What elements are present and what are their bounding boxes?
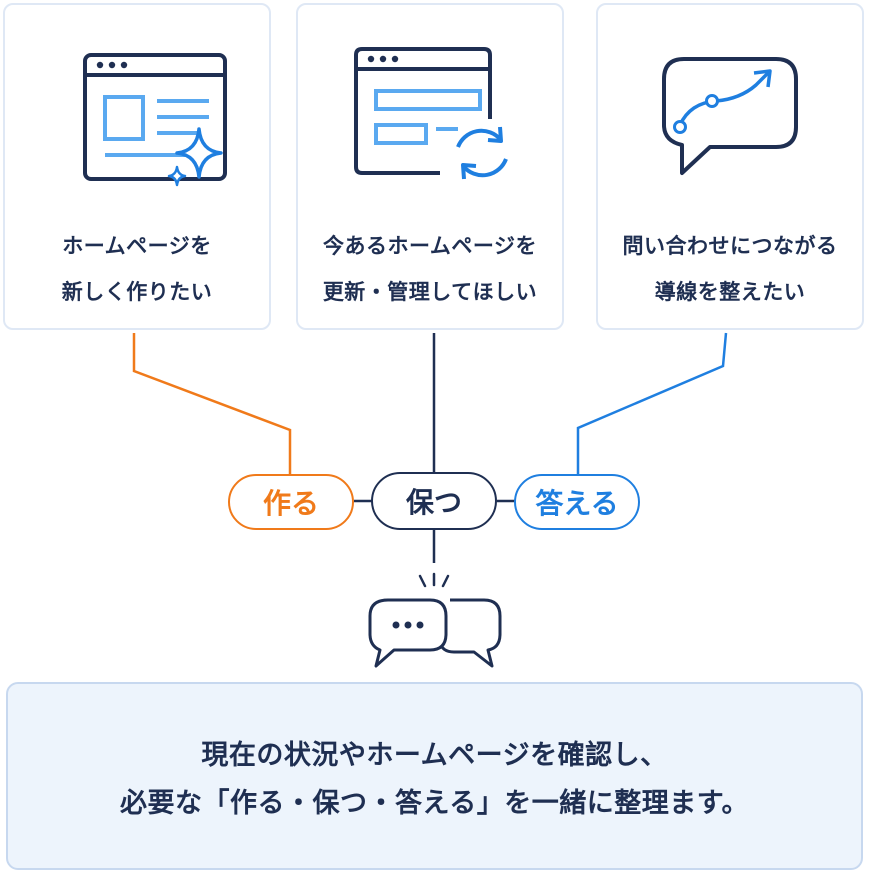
chat-bubbles-icon [368, 572, 502, 668]
card-new-website: ホームページを 新しく作りたい [3, 3, 271, 330]
summary-line-2: 必要な「作る・保つ・答える」を一緒に整理ます。 [120, 788, 749, 819]
card-line-2: 導線を整えたい [654, 280, 806, 304]
card-line-2: 更新・管理してほしい [322, 280, 538, 304]
pill-make: 作る [228, 474, 354, 530]
card-line-1: 問い合わせにつながる [622, 234, 838, 258]
website-update-sync-icon [298, 43, 562, 193]
new-website-sparkle-icon [5, 43, 269, 193]
summary-text: 現在の状況やホームページを確認し、 必要な「作る・保つ・答える」を一緒に整理ます… [8, 732, 861, 828]
card-text: 今あるホームページを 更新・管理してほしい [298, 223, 562, 315]
summary-box: 現在の状況やホームページを確認し、 必要な「作る・保つ・答える」を一緒に整理ます… [6, 682, 863, 870]
card-text: 問い合わせにつながる 導線を整えたい [598, 223, 862, 315]
card-line-1: 今あるホームページを [323, 234, 537, 258]
card-line-1: ホームページを [62, 234, 212, 258]
connector-make [132, 333, 292, 474]
pill-keep: 保つ [371, 472, 497, 530]
card-text: ホームページを 新しく作りたい [5, 223, 269, 315]
summary-line-1: 現在の状況やホームページを確認し、 [201, 740, 668, 771]
card-update-website: 今あるホームページを 更新・管理してほしい [296, 3, 564, 330]
card-line-2: 新しく作りたい [61, 280, 213, 304]
connector-answer [576, 332, 728, 474]
card-inquiry-flow: 問い合わせにつながる 導線を整えたい [596, 3, 864, 330]
pill-answer: 答える [514, 474, 640, 530]
chat-growth-arrow-icon [598, 43, 862, 193]
